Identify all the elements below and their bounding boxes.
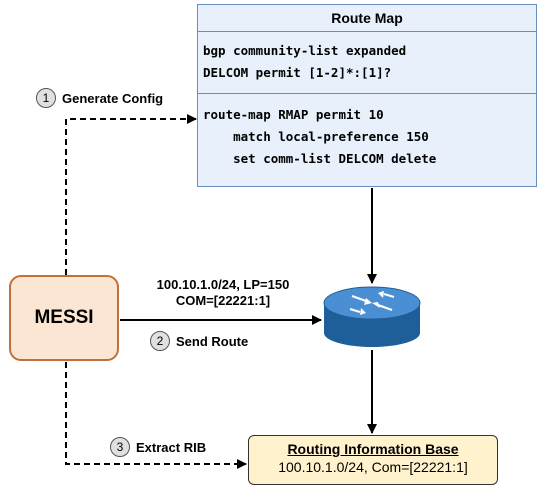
step-number-badge: 3: [110, 437, 130, 457]
step-label: Send Route: [176, 333, 249, 349]
step-send-route: 2 Send Route: [150, 331, 248, 351]
route-map-section: route-map RMAP permit 10 match local-pre…: [198, 94, 536, 170]
step-label: Extract RIB: [136, 439, 207, 455]
messi-label: MESSI: [34, 307, 94, 328]
messi-box: MESSI: [9, 275, 119, 361]
router-icon: [323, 286, 421, 347]
community-list-line: DELCOM permit [1-2]*:[1]?: [203, 65, 392, 80]
step-number-badge: 1: [36, 88, 56, 108]
route-map-title: Route Map: [198, 5, 536, 32]
step-label: Generate Config: [62, 90, 164, 106]
community-list-line: bgp community-list expanded: [203, 43, 407, 58]
rib-box: Routing Information Base 100.10.1.0/24, …: [248, 435, 498, 485]
step-extract-rib: 3 Extract RIB: [110, 437, 206, 457]
route-map-line: set comm-list DELCOM delete: [203, 151, 437, 166]
extract-rib-arrow: [65, 362, 247, 469]
generate-config-arrow: [65, 114, 197, 275]
rib-value: 100.10.1.0/24, Com=[22221:1]: [278, 459, 468, 475]
rib-title: Routing Information Base: [287, 441, 459, 457]
route-map-box: Route Map bgp community-list expanded DE…: [197, 4, 537, 187]
route-community-text: COM=[22221:1]: [175, 293, 271, 308]
route-map-line: route-map RMAP permit 10: [203, 107, 384, 122]
route-attributes-label: 100.10.1.0/24, LP=150 COM=[22221:1]: [128, 277, 318, 309]
community-list-section: bgp community-list expanded DELCOM permi…: [198, 32, 536, 94]
step-generate-config: 1 Generate Config: [36, 88, 163, 108]
step-number-badge: 2: [150, 331, 170, 351]
route-map-line: match local-preference 150: [203, 129, 429, 144]
route-prefix-text: 100.10.1.0/24, LP=150: [156, 277, 290, 292]
